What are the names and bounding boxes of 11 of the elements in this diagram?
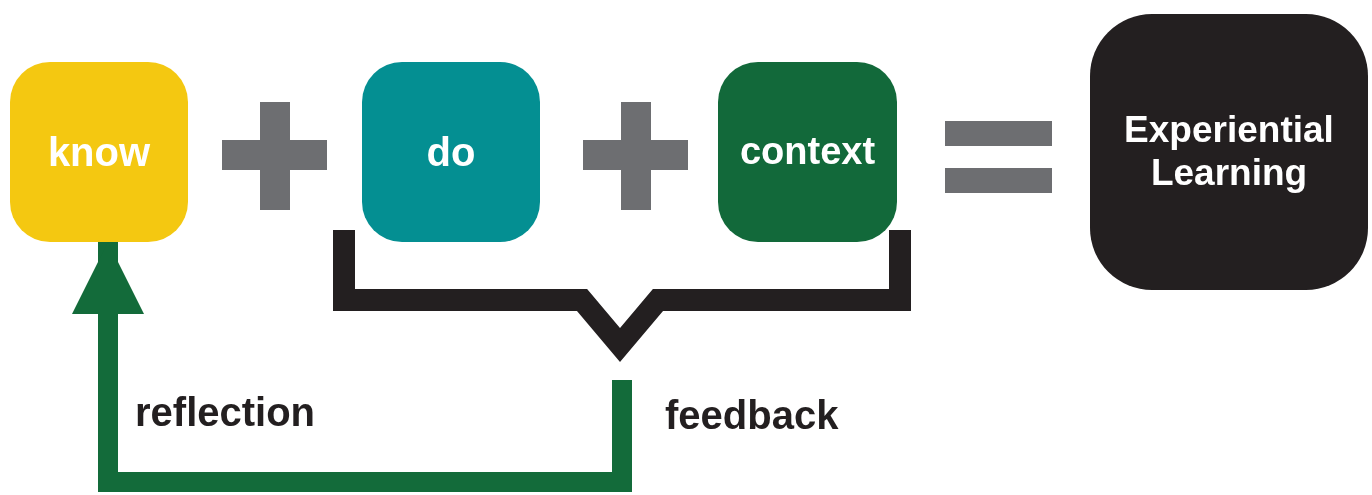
rounded-box (718, 62, 897, 242)
rounded-box (1090, 14, 1368, 290)
rounded-box (10, 62, 188, 242)
rounded-box (362, 62, 540, 242)
flow-label: feedback (665, 393, 839, 438)
box-label: Experiential Learning (1123, 109, 1335, 195)
box-label: context (739, 130, 876, 174)
flow-label: reflection (135, 390, 316, 435)
box-label: do (426, 129, 476, 175)
box-label: know (47, 129, 151, 175)
arrow (72, 242, 632, 492)
